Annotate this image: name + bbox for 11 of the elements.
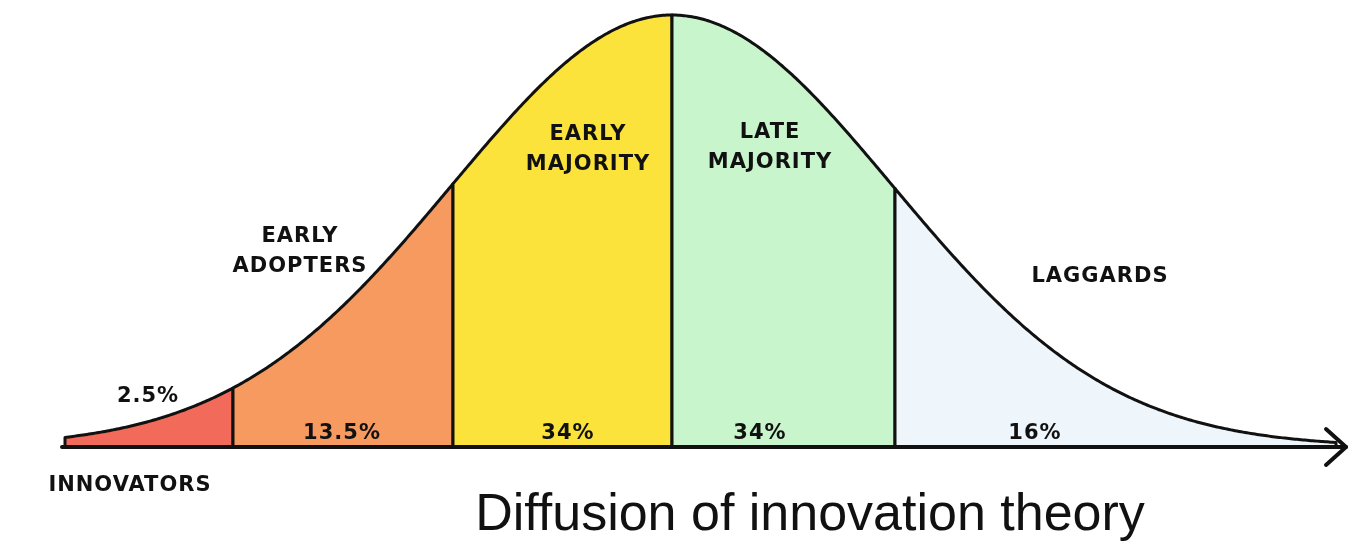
segment-label: LATE MAJORITY <box>706 117 834 175</box>
segment-label: EARLY MAJORITY <box>524 119 652 177</box>
segment-label: INNOVATORS <box>47 470 213 498</box>
percentage-label: 2.5% <box>115 381 181 409</box>
segment-label: EARLY ADOPTERS <box>231 221 369 279</box>
segment-label: LAGGARDS <box>1030 261 1170 289</box>
percentage-label: 13.5% <box>302 418 382 446</box>
percentage-label: 34% <box>540 418 596 446</box>
caption: Diffusion of innovation theory <box>474 482 1146 542</box>
percentage-label: 16% <box>1007 418 1063 446</box>
percentage-label: 34% <box>732 418 788 446</box>
